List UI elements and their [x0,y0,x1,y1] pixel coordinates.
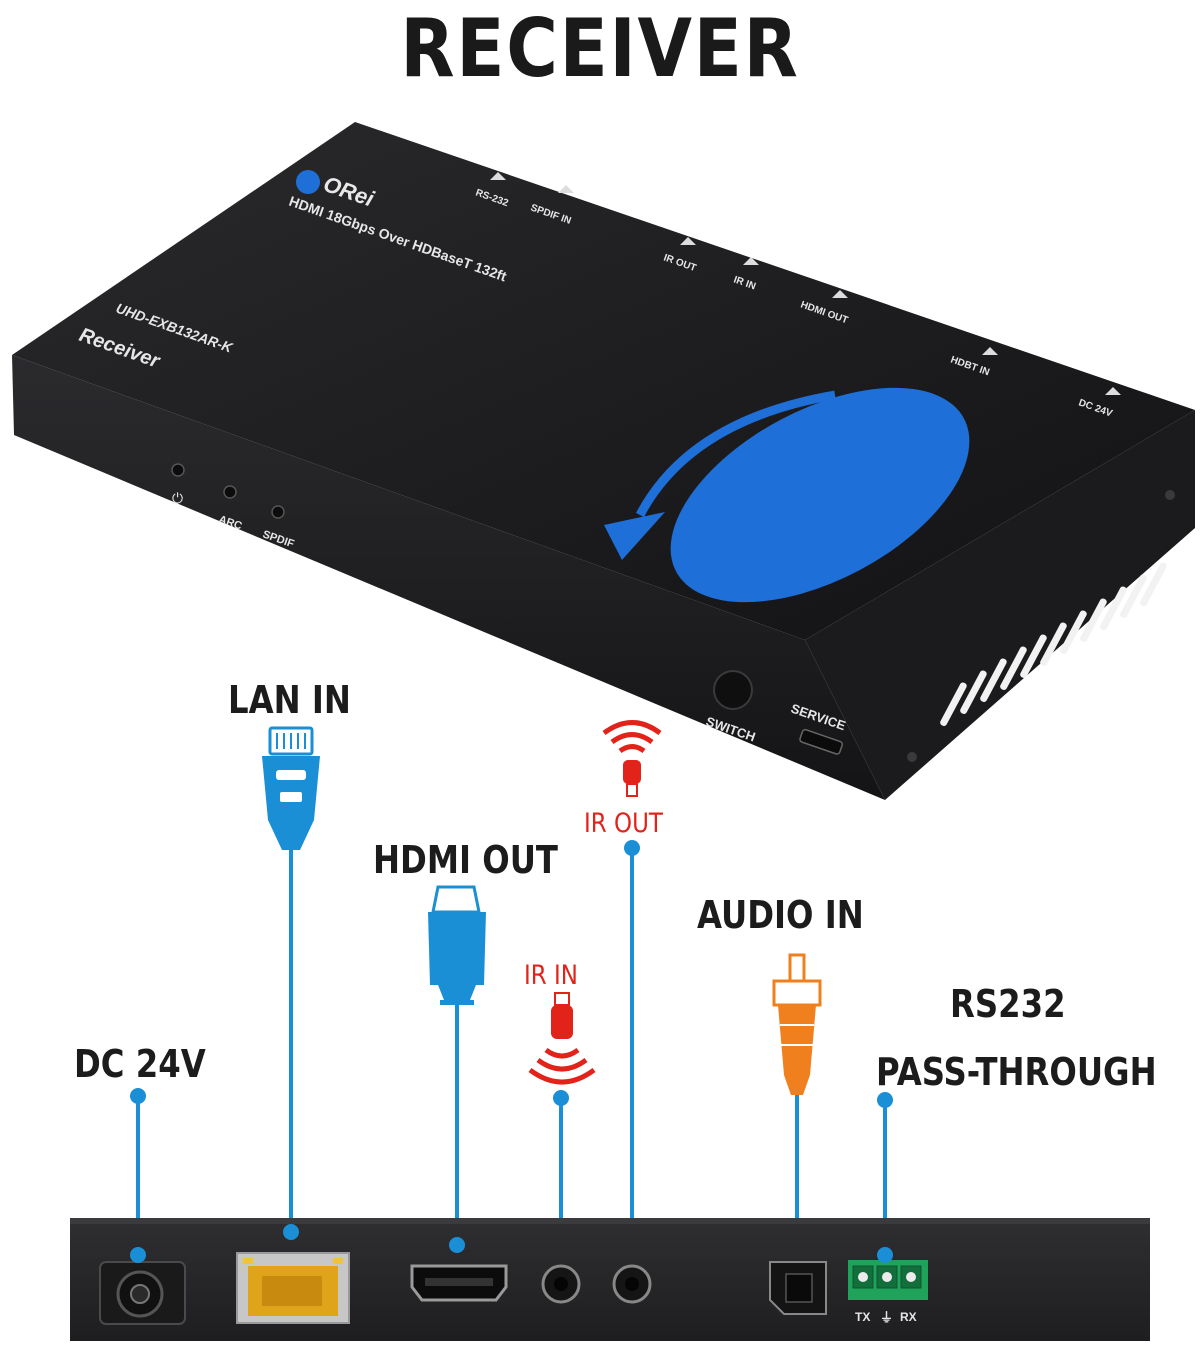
vent-slot [1140,562,1167,607]
ir-in-label: IR IN [524,960,578,991]
lan-in-connector-icon [262,726,320,1240]
receiver-device: ORei HDMI 18Gbps Over HDBaseT 132ft UHD-… [12,122,1195,800]
device-side-face [805,410,1195,800]
vent-slot [1060,610,1087,655]
logo-swoosh [636,390,836,518]
vent-slot [1020,634,1047,679]
rs232-terminal-block: TX ⏚ RX [848,1247,928,1325]
terminal-tx-label: TX [855,1310,870,1324]
vent-slot [980,658,1007,703]
device-front-face [12,355,885,800]
page-title: RECEIVER [400,2,800,95]
hdmi-out-label: HDMI OUT [373,838,558,882]
optical-audio-port [769,1261,827,1315]
screw-icon [907,752,917,762]
service-usb-port [799,728,844,755]
hdmi-out-connector-icon [428,885,486,1253]
dc-24v-label: DC 24V [74,1042,206,1086]
logo-oval [670,387,970,603]
ir-out-label: IR OUT [584,808,663,839]
lan-in-label: LAN IN [228,678,351,722]
vent-slot [1120,574,1147,619]
terminal-ground-symbol: ⏚ [880,1310,893,1325]
spdif-led [271,505,285,519]
rs232-passthrough-label: PASS-THROUGH [876,1050,1157,1094]
screw-icon [1165,490,1175,500]
vent-slots [940,562,1167,727]
audio-in-connector-icon [772,953,822,1251]
hdmi-port [410,1237,508,1302]
rs232-label: RS232 [950,982,1066,1026]
rj45-jack [236,1224,350,1324]
ir-in-jack [541,1264,581,1304]
vent-slot [1100,586,1127,631]
audio-in-label: AUDIO IN [697,893,864,937]
rear-panel: TX ⏚ RX [70,1218,1150,1341]
ir-out-jack [612,1264,652,1304]
vent-slot [1000,646,1027,691]
switch-button[interactable] [713,670,753,710]
swoosh-arrowhead [604,512,665,560]
vent-slot [1080,598,1107,643]
ir-out-connector-icon [602,720,662,1253]
vent-slot [1040,622,1067,667]
dc-jack [99,1247,186,1325]
power-symbol: ⏻ [172,490,183,506]
power-led [171,463,185,477]
terminal-rx-label: RX [900,1310,917,1324]
ir-in-connector-icon [528,992,596,1253]
arc-led [223,485,237,499]
vent-slot [940,682,967,727]
rear-panel-body [70,1218,1150,1341]
vent-slot [960,670,987,715]
